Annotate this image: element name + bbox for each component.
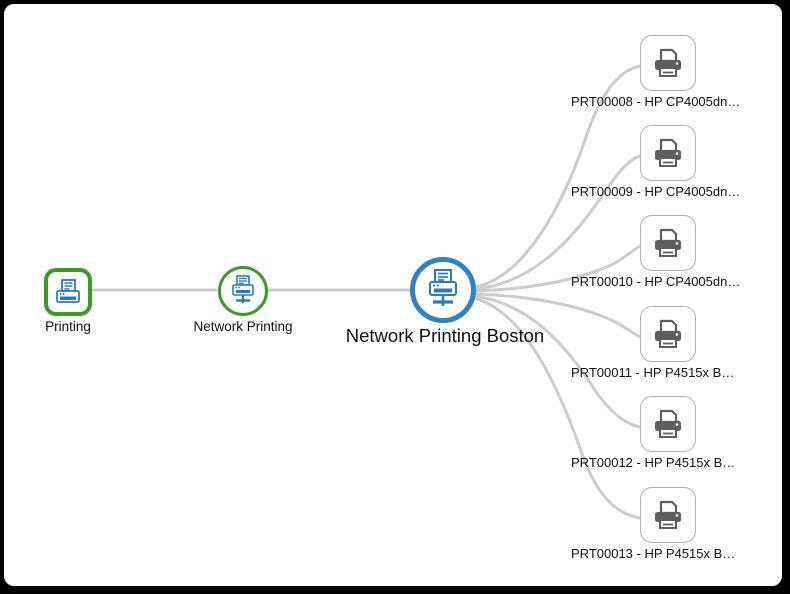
printer-icon: [54, 278, 82, 306]
node-printing-shape: [44, 268, 92, 316]
node-prt00009-label: PRT00009 - HP CP4005dn…: [571, 184, 741, 199]
node-prt00011[interactable]: [640, 306, 696, 362]
edge-boston-to-prt00008: [472, 64, 642, 289]
node-network-printing[interactable]: [218, 266, 268, 316]
node-prt00013-label: PRT00013 - HP P4515x B…: [571, 546, 736, 561]
node-prt00013[interactable]: [640, 487, 696, 543]
node-prt00008-label: PRT00008 - HP CP4005dn…: [571, 94, 741, 109]
node-network-printing-boston[interactable]: [410, 257, 476, 323]
node-network-printing-label: Network Printing: [193, 319, 293, 334]
printer-icon: [652, 47, 684, 79]
node-prt00009[interactable]: [640, 125, 696, 181]
node-prt00012-label: PRT00012 - HP P4515x B…: [571, 455, 736, 470]
topology-canvas: Printing Network Printing: [2, 2, 784, 588]
node-printing[interactable]: [44, 268, 92, 316]
node-prt00012[interactable]: [640, 396, 696, 452]
node-prt00011-label: PRT00011 - HP P4515x B…: [571, 365, 735, 380]
printer-icon: [652, 318, 684, 350]
edge-boston-to-prt00011: [474, 292, 642, 339]
edge-boston-to-prt00010: [474, 244, 642, 293]
printer-icon: [652, 227, 684, 259]
printer-icon: [652, 408, 684, 440]
edge-boston-to-prt00009: [473, 154, 642, 291]
node-network-printing-boston-label: Network Printing Boston: [345, 325, 545, 346]
printer-icon: [652, 499, 684, 531]
node-prt00010[interactable]: [640, 215, 696, 271]
node-printing-label: Printing: [45, 319, 91, 334]
network-printer-icon: [229, 275, 257, 307]
network-printer-icon: [425, 269, 461, 311]
graph-edges-layer: [88, 64, 642, 520]
printer-icon: [652, 137, 684, 169]
edge-boston-to-prt00013: [472, 296, 642, 520]
node-prt00010-label: PRT00010 - HP CP4005dn…: [571, 274, 741, 289]
node-prt00012-shape: [640, 396, 696, 452]
node-prt00008[interactable]: [640, 35, 696, 91]
edge-boston-to-prt00012: [473, 294, 642, 429]
